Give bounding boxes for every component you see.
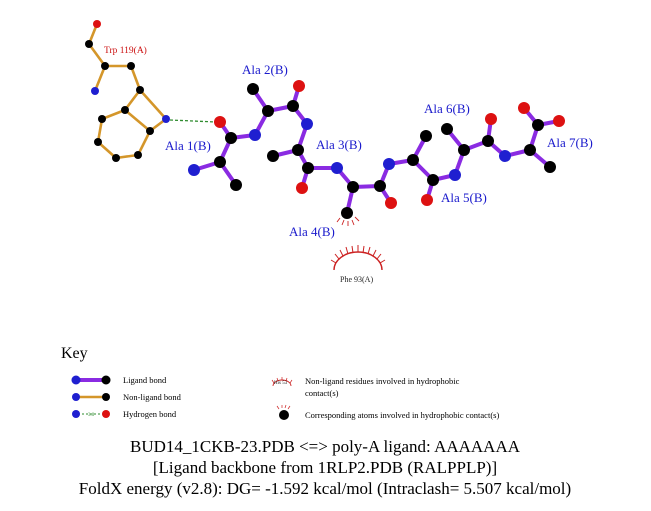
ala1-nitrogen-atom (188, 164, 200, 176)
ala3-oxygen-atom (296, 182, 308, 194)
caption-line-1: BUD14_1CKB-23.PDB <=> poly-A ligand: AAA… (130, 437, 521, 456)
ala6-oxygen-atom (485, 113, 497, 125)
ala3-cb-atom (267, 150, 279, 162)
hbond-distance-label: 3.0 (88, 413, 95, 418)
caption: BUD14_1CKB-23.PDB <=> poly-A ligand: AAA… (79, 437, 571, 498)
ala4-label: Ala 4(B) (289, 224, 335, 239)
ala1-label: Ala 1(B) (165, 138, 211, 153)
ala1-cb-atom (230, 179, 242, 191)
trp-carbon-atom (136, 86, 144, 94)
ala5-carbon-atom (427, 174, 439, 186)
phe-93-hydrophobic-arc: Phe 93(A) (330, 245, 386, 284)
ala3-nitrogen-atom (301, 118, 313, 130)
ligand-bond-label: Ligand bond (123, 375, 167, 385)
hydrophobic-residues-label-line1: Non-ligand residues involved in hydropho… (305, 376, 460, 386)
ligand-bond-sample-end-atom (101, 375, 111, 385)
nonligand-bond-label: Non-ligand bond (123, 392, 182, 402)
ala4-hydrophobic-spikes (336, 216, 360, 226)
trp-oxygen-atom (93, 20, 101, 28)
ala3-label: Ala 3(B) (316, 137, 362, 152)
ala6-carbon-atom (458, 144, 470, 156)
trp-nitrogen-atom (91, 87, 99, 95)
ala7-oxygen-atom (518, 102, 530, 114)
hydrophobic-residues-label-line2: contact(s) (305, 388, 339, 398)
hydrophobic-atom-sample-icon (276, 404, 291, 420)
ala5-label: Ala 5(B) (441, 190, 487, 205)
ligand-atoms (188, 80, 565, 219)
caption-line-2: [Ligand backbone from 1RLP2.PDB (RALPPLP… (153, 458, 497, 477)
ala7-oxt-atom (553, 115, 565, 127)
key-title: Key (61, 345, 88, 362)
ala4-cb-atom (341, 207, 353, 219)
nonligand-bond-sample-end-atom (102, 393, 110, 401)
trp-carbon-atom (101, 62, 109, 70)
ala5-cb-atom (420, 130, 432, 142)
ala6-cb-atom (441, 123, 453, 135)
hydrogen-bond-line (169, 119, 217, 123)
ala7-nitrogen-atom (499, 150, 511, 162)
trp-carbon-atom (146, 127, 154, 135)
ala2-carbon-atom (262, 105, 274, 117)
hydrogen-bond-label: Hydrogen bond (123, 409, 177, 419)
hbond-sample-nitrogen-atom (72, 410, 80, 418)
trp-ring-nitrogen-atom (162, 115, 170, 123)
phe-93-label: Phe 93(A) (340, 275, 373, 284)
nonligand-bond-sample-start-atom (72, 393, 80, 401)
trp-carbon-atom (121, 106, 129, 114)
ala2-cb-atom (247, 83, 259, 95)
trp-carbon-atom (127, 62, 135, 70)
ala2-label: Ala 2(B) (242, 62, 288, 77)
ala5-carbon-atom (407, 154, 419, 166)
trp-carbon-atom (85, 40, 93, 48)
corresponding-atoms-label: Corresponding atoms involved in hydropho… (305, 410, 499, 420)
ala6-nitrogen-atom (449, 169, 461, 181)
trp-carbon-atom (134, 151, 142, 159)
ala5-nitrogen-atom (383, 158, 395, 170)
key-legend: Key Ligand bond Non-ligand bond 3.0 Hydr… (61, 345, 499, 420)
trp-carbon-atom (112, 154, 120, 162)
ala4-oxygen-atom (385, 197, 397, 209)
trp-carbon-atom (98, 115, 106, 123)
ala7-carbon-atom (532, 119, 544, 131)
ala3-carbon-atom (292, 144, 304, 156)
ala4-carbon-atom (374, 180, 386, 192)
ala1-oxygen-atom (214, 116, 226, 128)
hydrophobic-residue-sample-icon: His 53 (271, 377, 293, 387)
ala7-label: Ala 7(B) (547, 135, 593, 150)
ligand-bond-sample-start-atom (71, 375, 81, 385)
ala2-carbon-atom (287, 100, 299, 112)
ala2-oxygen-atom (293, 80, 305, 92)
trp-119-label: Trp 119(A) (104, 45, 147, 56)
ala4-carbon-atom (347, 181, 359, 193)
trp-119-residue: Trp 119(A) (85, 20, 170, 162)
ala6-carbon-atom (482, 135, 494, 147)
his-53-label: His 53 (274, 381, 288, 386)
ala4-nitrogen-atom (331, 162, 343, 174)
ala1-carbon-atom (214, 156, 226, 168)
ala7-carbon-atom (524, 144, 536, 156)
ala3-carbon-atom (302, 162, 314, 174)
ala7-cb-atom (544, 161, 556, 173)
ala5-oxygen-atom (421, 194, 433, 206)
ala1-carbon-atom (225, 132, 237, 144)
trp-carbon-atom (94, 138, 102, 146)
ligand-bonds (192, 84, 561, 215)
caption-line-3: FoldX energy (v2.8): DG= -1.592 kcal/mol… (79, 479, 571, 498)
ala2-nitrogen-atom (249, 129, 261, 141)
ala6-label: Ala 6(B) (424, 101, 470, 116)
hbond-sample-oxygen-atom (102, 410, 110, 418)
